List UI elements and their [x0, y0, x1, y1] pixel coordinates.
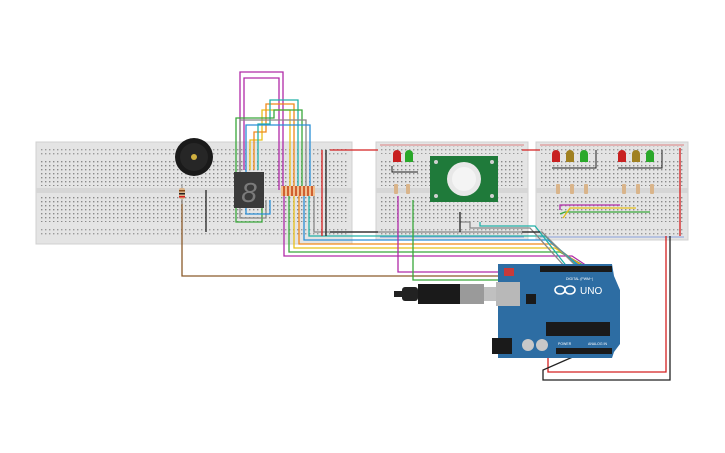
wires-seven-segment	[235, 71, 311, 223]
usb-cable	[394, 284, 496, 304]
seven-segment-digit: 8	[241, 177, 257, 208]
arduino-digital-label: DIGITAL (PWM~)	[566, 277, 593, 281]
leds-right	[552, 150, 663, 194]
arduino-power-label: POWER	[558, 342, 572, 346]
arduino-analog-label: ANALOG IN	[588, 342, 608, 346]
resistor-array	[281, 186, 315, 196]
infinity-logo-icon	[554, 285, 576, 295]
resistor-buzzer	[179, 184, 185, 204]
arduino-uno[interactable]: UNO DIGITAL (PWM~) POWER ANALOG IN	[492, 264, 620, 358]
power-wires	[205, 148, 681, 381]
pir-sensor[interactable]	[430, 156, 498, 202]
arduino-brand: UNO	[580, 286, 602, 297]
buzzer[interactable]	[175, 138, 213, 176]
leds-middle	[391, 150, 418, 194]
seven-segment-display[interactable]: 8	[234, 172, 264, 208]
breadboard-right	[535, 141, 689, 241]
